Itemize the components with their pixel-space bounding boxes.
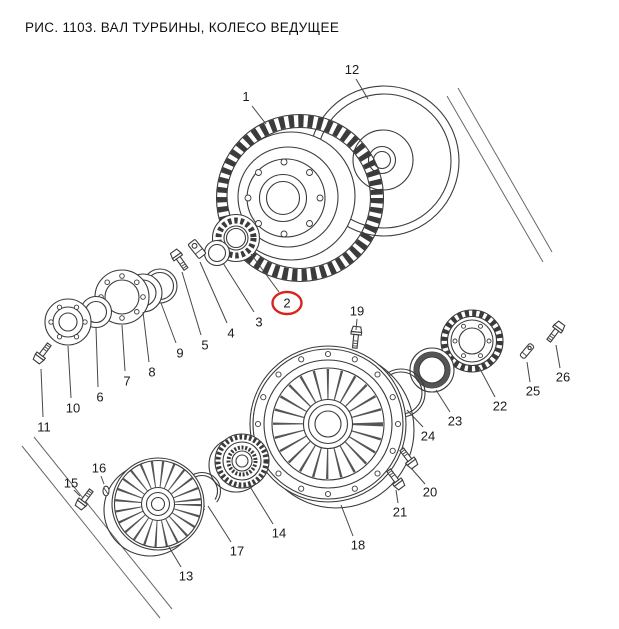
svg-text:13: 13 xyxy=(179,569,193,584)
callout-3: 3 xyxy=(222,262,263,330)
svg-text:18: 18 xyxy=(351,538,365,553)
part-4-lock-plate xyxy=(187,239,207,259)
callout-14: 14 xyxy=(248,484,286,541)
svg-text:10: 10 xyxy=(66,401,80,416)
svg-text:5: 5 xyxy=(201,338,208,353)
callout-18: 18 xyxy=(340,504,365,553)
part-23-seal-ring xyxy=(409,347,455,393)
callout-24: 24 xyxy=(406,409,435,444)
sprocket-holes xyxy=(452,323,492,359)
callout-12: 12 xyxy=(345,62,369,100)
svg-text:20: 20 xyxy=(423,485,437,500)
svg-text:14: 14 xyxy=(272,526,286,541)
panel-edge-top-right xyxy=(446,87,553,263)
callout-1: 1 xyxy=(242,89,267,125)
svg-text:6: 6 xyxy=(96,390,103,405)
svg-text:12: 12 xyxy=(345,62,359,77)
part-18-turbine-wheel xyxy=(249,345,415,509)
callout-19: 19 xyxy=(350,304,364,331)
part-3-washer xyxy=(203,239,231,267)
svg-text:21: 21 xyxy=(393,505,407,520)
callout-6: 6 xyxy=(95,327,104,405)
callout-9: 9 xyxy=(160,302,184,361)
hub-holes xyxy=(48,304,88,340)
gear-hub-bolt-holes xyxy=(244,158,324,238)
part-22-sprocket xyxy=(440,309,504,373)
svg-text:9: 9 xyxy=(176,346,183,361)
svg-text:26: 26 xyxy=(556,370,570,385)
svg-text:16: 16 xyxy=(92,461,106,476)
panel-edge-bottom-left xyxy=(21,436,173,619)
part-1-drive-gear xyxy=(215,113,385,283)
callout-23: 23 xyxy=(435,389,462,429)
callout-13: 13 xyxy=(168,546,193,584)
svg-text:17: 17 xyxy=(230,544,244,559)
callouts: 1 12 2 3 4 5 9 8 xyxy=(37,62,570,584)
callout-26: 26 xyxy=(555,344,570,385)
svg-text:8: 8 xyxy=(148,365,155,380)
part-11-bolt xyxy=(31,340,54,366)
highlight-ring xyxy=(271,290,303,316)
part-16-pin xyxy=(102,485,110,497)
callout-10: 10 xyxy=(66,345,80,416)
callout-21: 21 xyxy=(393,489,407,520)
callout-16: 16 xyxy=(92,461,106,485)
callout-11: 11 xyxy=(37,368,51,435)
callout-8: 8 xyxy=(142,311,156,380)
callout-17: 17 xyxy=(207,505,244,559)
svg-text:2: 2 xyxy=(283,296,290,311)
callout-2-highlighted: 2 xyxy=(250,253,303,316)
callout-25: 25 xyxy=(526,361,540,399)
part-13-turbine-hub xyxy=(103,457,205,557)
svg-text:23: 23 xyxy=(448,414,462,429)
svg-text:4: 4 xyxy=(227,326,234,341)
svg-text:25: 25 xyxy=(526,384,540,399)
svg-text:19: 19 xyxy=(350,304,364,319)
svg-text:3: 3 xyxy=(255,315,262,330)
svg-text:1: 1 xyxy=(242,89,249,104)
part-10-hub xyxy=(44,298,92,346)
svg-text:24: 24 xyxy=(421,429,435,444)
callout-15: 15 xyxy=(64,476,81,497)
callout-20: 20 xyxy=(410,467,437,500)
figure-title: РИС. 1103. ВАЛ ТУРБИНЫ, КОЛЕСО ВЕДУЩЕЕ xyxy=(25,20,339,35)
svg-text:22: 22 xyxy=(493,399,507,414)
callout-7: 7 xyxy=(121,324,131,389)
rim-holes xyxy=(254,350,402,498)
part-14-spline-coupling xyxy=(208,433,270,493)
svg-text:7: 7 xyxy=(123,374,130,389)
callout-4: 4 xyxy=(199,261,235,341)
part-20-bolt xyxy=(397,445,420,471)
callout-5: 5 xyxy=(181,271,209,353)
part-25-clip xyxy=(519,343,535,359)
svg-text:15: 15 xyxy=(64,476,78,491)
part-26-bolt xyxy=(544,319,567,345)
part-5-bolt xyxy=(168,247,191,273)
svg-text:11: 11 xyxy=(37,420,51,435)
callout-22: 22 xyxy=(478,366,507,414)
